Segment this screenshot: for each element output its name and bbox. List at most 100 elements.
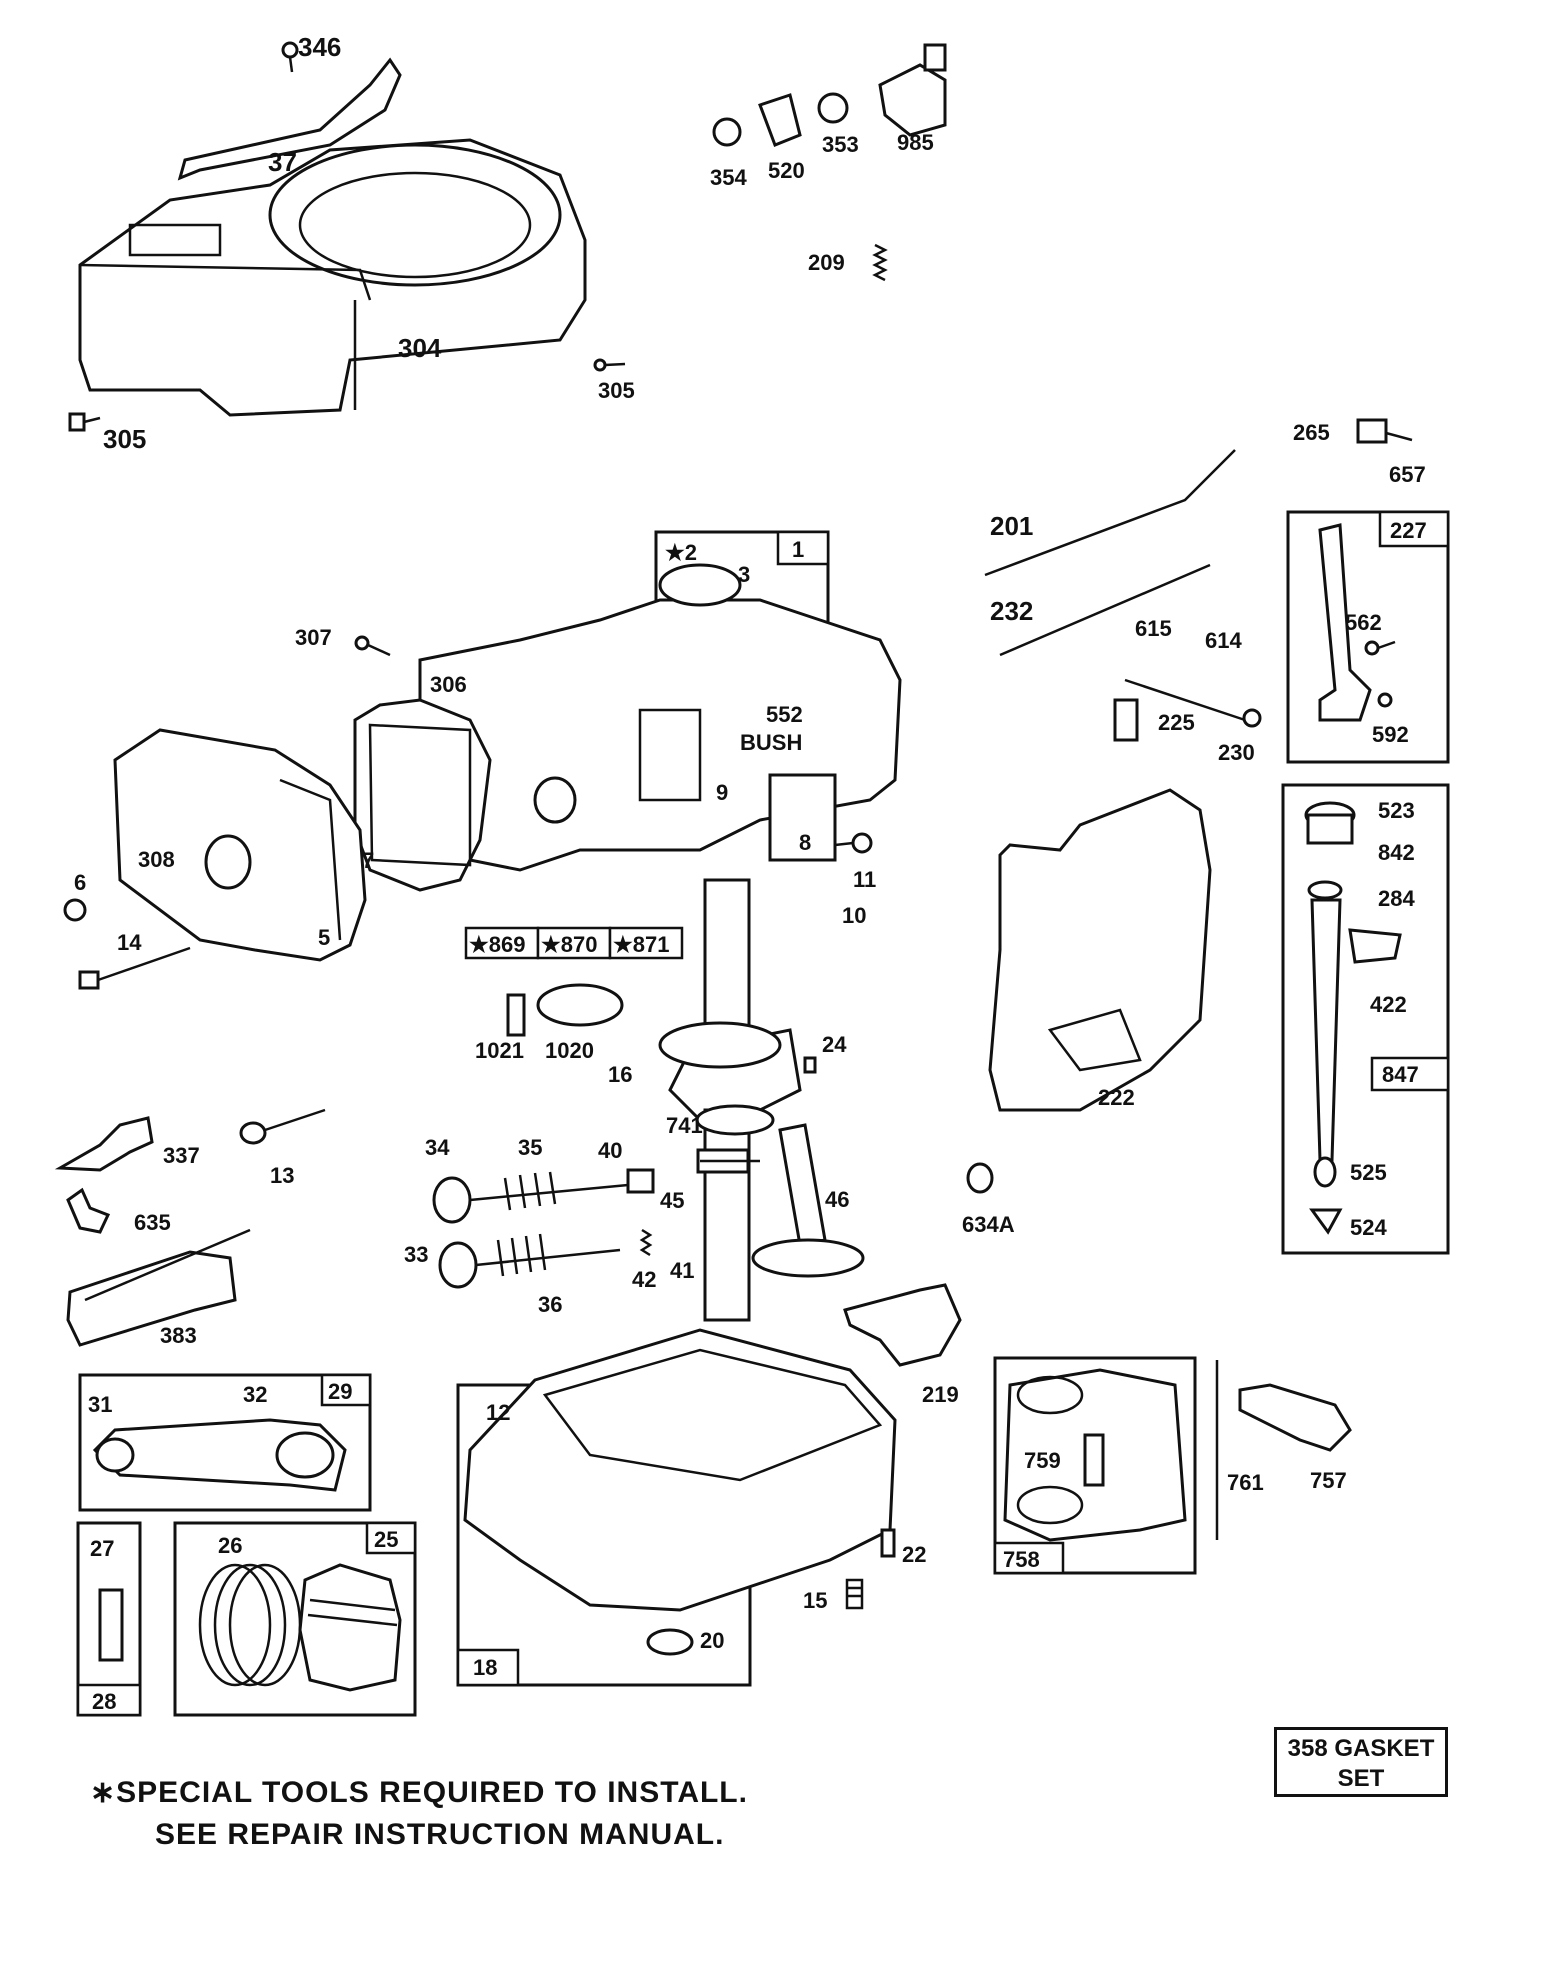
piston	[298, 1563, 402, 1692]
callout-761: 761	[1227, 1470, 1264, 1495]
screw-562	[1364, 640, 1396, 656]
callout-219: 219	[922, 1382, 959, 1407]
breather-tube-11	[834, 832, 873, 854]
lever-225	[1113, 678, 1262, 742]
callout-592: 592	[1372, 722, 1409, 747]
callout-758: 758	[1003, 1547, 1040, 1572]
callout-5: 5	[318, 925, 330, 950]
callout-614: 614	[1205, 628, 1242, 653]
pin-759	[1083, 1433, 1105, 1487]
blower-housing	[78, 138, 587, 417]
callout-2: ★2	[665, 540, 697, 565]
callout-46: 46	[825, 1187, 849, 1212]
plug-15	[845, 1578, 864, 1610]
callout-1021: 1021	[475, 1038, 524, 1063]
callout-305-right: 305	[598, 378, 635, 403]
screw-22	[880, 1528, 896, 1558]
cylinder-head	[113, 728, 367, 962]
callout-7: 7	[362, 848, 374, 873]
label-bush: BUSH	[740, 730, 802, 755]
group-box-25	[173, 1521, 417, 1717]
tappet-45	[696, 1148, 760, 1174]
cylinder-block	[353, 563, 902, 892]
air-guide	[177, 57, 402, 181]
callout-383: 383	[160, 1323, 197, 1348]
callout-635: 635	[134, 1210, 171, 1235]
valve-intake	[432, 1171, 629, 1224]
callout-15: 15	[803, 1588, 827, 1613]
clamp-265	[1356, 418, 1413, 444]
gear-741	[695, 1104, 775, 1136]
stud-13	[239, 1108, 326, 1145]
callout-36: 36	[538, 1292, 562, 1317]
governor-shaft	[1304, 801, 1356, 1235]
seal-634a	[966, 1162, 994, 1194]
callout-13: 13	[270, 1163, 294, 1188]
group-box-227	[1286, 510, 1450, 764]
callout-26: 26	[218, 1533, 242, 1558]
callout-14: 14	[117, 930, 142, 955]
retainer-40	[626, 1168, 655, 1194]
footnote-line-1: ∗SPECIAL TOOLS REQUIRED TO INSTALL.	[90, 1776, 748, 1809]
callout-11: 11	[853, 867, 876, 892]
callout-16: 16	[608, 1062, 632, 1087]
callout-552: 552	[766, 702, 803, 727]
callout-201: 201	[990, 511, 1033, 541]
callout-741: 741	[666, 1113, 703, 1138]
footnote-line-2: SEE REPAIR INSTRUCTION MANUAL.	[155, 1818, 725, 1851]
callout-33: 33	[404, 1242, 428, 1267]
callout-757: 757	[1310, 1468, 1347, 1493]
control-bracket	[988, 788, 1212, 1112]
callout-520: 520	[768, 158, 805, 183]
callout-28: 28	[92, 1689, 116, 1714]
callout-305-left: 305	[103, 424, 146, 454]
callout-6: 6	[74, 870, 86, 895]
callout-870: ★870	[541, 932, 597, 957]
gasket-set-number: 358	[1287, 1735, 1328, 1762]
bolt-14	[78, 946, 191, 990]
group-box-847	[1281, 783, 1450, 1255]
callout-346: 346	[298, 32, 341, 62]
key-24	[803, 1056, 817, 1074]
callout-759: 759	[1024, 1448, 1061, 1473]
callout-29: 29	[328, 1379, 352, 1404]
callout-308: 308	[138, 847, 175, 872]
callout-227: 227	[1390, 518, 1427, 543]
callout-230: 230	[1218, 740, 1255, 765]
gasket-set-label-1: GASKET	[1334, 1735, 1435, 1762]
callout-284: 284	[1378, 886, 1415, 911]
spring-41	[639, 1228, 653, 1257]
callout-1020: 1020	[545, 1038, 594, 1063]
callout-24: 24	[822, 1032, 847, 1057]
callout-353: 353	[822, 132, 859, 157]
camshaft-46	[751, 1123, 865, 1278]
callout-31: 31	[88, 1392, 112, 1417]
governor-lever-227	[1318, 523, 1372, 722]
callout-307: 307	[295, 625, 332, 650]
spring-209	[872, 243, 888, 282]
lever-757	[1238, 1383, 1352, 1452]
group-box-758	[993, 1356, 1197, 1575]
callout-869: ★869	[469, 932, 525, 957]
callout-12: 12	[486, 1400, 510, 1425]
seal-20	[646, 1628, 694, 1656]
piston-rings	[198, 1563, 302, 1687]
callout-34: 34	[425, 1135, 450, 1160]
screw-305-right	[593, 358, 626, 372]
callout-10: 10	[842, 903, 866, 928]
crankshaft	[658, 878, 802, 1322]
callout-3: 3	[738, 562, 750, 587]
engine-sump	[463, 1328, 897, 1612]
pin-1021	[506, 993, 526, 1037]
group-box-29	[78, 1373, 372, 1512]
callout-985: 985	[897, 130, 934, 155]
callout-222: 222	[1098, 1085, 1135, 1110]
nut-592	[1377, 692, 1393, 708]
callout-232: 232	[990, 596, 1033, 626]
spark-plug-boot-635	[66, 1187, 111, 1234]
callout-306: 306	[430, 672, 467, 697]
callout-32: 32	[243, 1382, 267, 1407]
callout-22: 22	[902, 1542, 926, 1567]
callout-524: 524	[1350, 1215, 1387, 1240]
flywheel-key-1020	[536, 983, 624, 1027]
